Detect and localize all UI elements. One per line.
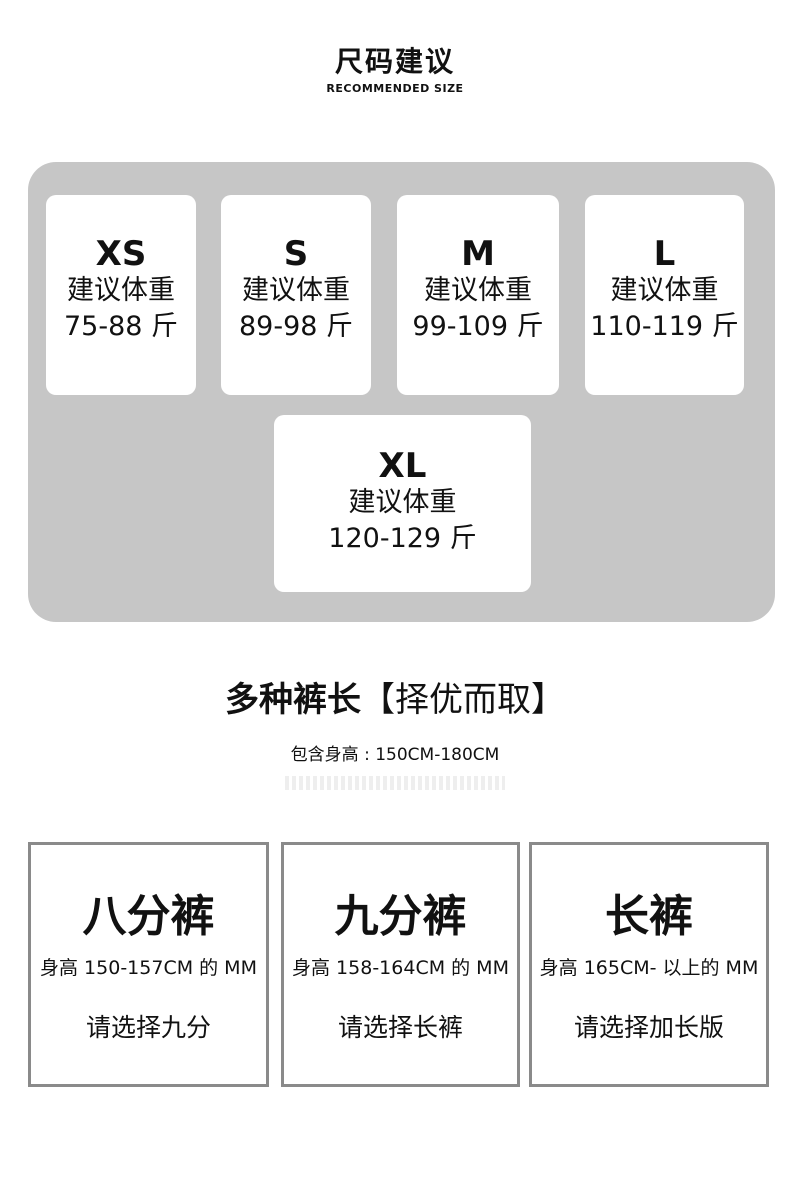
size-card-s: S 建议体重 89-98 斤 xyxy=(221,195,371,395)
length-choose: 请选择九分 xyxy=(85,1013,211,1042)
lengths-title-rest: 【择优而取】 xyxy=(361,680,565,720)
size-label: XL xyxy=(378,446,427,486)
size-panel: XS 建议体重 75-88 斤 S 建议体重 89-98 斤 M 建议体重 99… xyxy=(28,162,775,622)
lengths-title: 多种裤长【择优而取】 xyxy=(0,672,790,721)
page-title: 尺码建议 xyxy=(334,45,455,78)
length-desc: 身高 165CM- 以上的 MM xyxy=(539,957,759,979)
size-card-xl: XL 建议体重 120-129 斤 xyxy=(274,415,531,592)
weight-label: 建议体重 xyxy=(424,275,532,306)
size-card-xs: XS 建议体重 75-88 斤 xyxy=(46,195,196,395)
weight-label: 建议体重 xyxy=(348,487,457,518)
size-card-m: M 建议体重 99-109 斤 xyxy=(397,195,559,395)
size-label: L xyxy=(653,234,676,274)
weight-range: 75-88 斤 xyxy=(63,311,179,342)
length-choose: 请选择加长版 xyxy=(573,1013,724,1042)
length-name: 八分裤 xyxy=(82,891,215,942)
weight-range: 110-119 斤 xyxy=(590,311,739,342)
length-desc: 身高 158-164CM 的 MM xyxy=(292,957,509,979)
weight-label: 建议体重 xyxy=(610,275,719,306)
size-label: S xyxy=(283,234,309,274)
length-card-long: 长裤 身高 165CM- 以上的 MM 请选择加长版 xyxy=(529,842,769,1087)
faint-text-decoration xyxy=(285,776,505,790)
size-label: M xyxy=(461,234,495,274)
height-range: 包含身高 : 150CM-180CM xyxy=(290,745,500,765)
weight-label: 建议体重 xyxy=(67,275,175,306)
size-card-l: L 建议体重 110-119 斤 xyxy=(585,195,744,395)
weight-label: 建议体重 xyxy=(242,275,350,306)
weight-range: 120-129 斤 xyxy=(328,523,477,554)
length-desc: 身高 150-157CM 的 MM xyxy=(40,957,257,979)
size-label: XS xyxy=(95,234,147,274)
weight-range: 99-109 斤 xyxy=(412,311,544,342)
weight-range: 89-98 斤 xyxy=(238,311,354,342)
page-subtitle: RECOMMENDED SIZE xyxy=(326,82,464,95)
length-card-ninth: 九分裤 身高 158-164CM 的 MM 请选择长裤 xyxy=(281,842,520,1087)
length-name: 长裤 xyxy=(605,891,693,942)
lengths-title-bold: 多种裤长 xyxy=(225,680,361,720)
length-card-cropped: 八分裤 身高 150-157CM 的 MM 请选择九分 xyxy=(28,842,269,1087)
length-name: 九分裤 xyxy=(334,891,467,942)
length-choose: 请选择长裤 xyxy=(337,1013,463,1042)
